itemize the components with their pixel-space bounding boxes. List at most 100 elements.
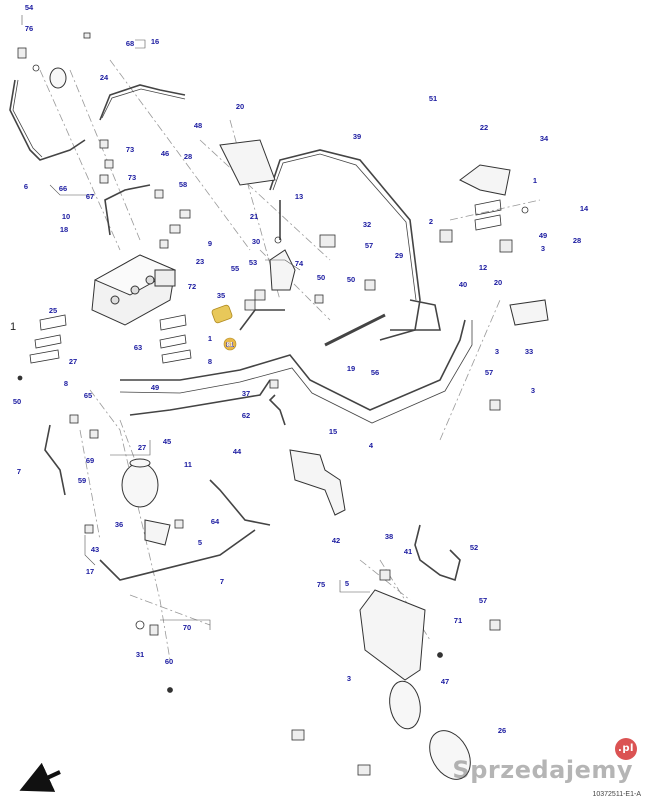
part-label: 65 bbox=[84, 391, 92, 400]
part-label: 21 bbox=[250, 212, 258, 221]
part-label: 51 bbox=[429, 94, 437, 103]
part-label: 7 bbox=[17, 467, 21, 476]
part-label: 25 bbox=[49, 306, 57, 315]
callout-brackets bbox=[21, 15, 370, 630]
part-label: 43 bbox=[91, 545, 99, 554]
pipes bbox=[9, 79, 473, 582]
part-label: 73 bbox=[128, 173, 136, 182]
part-label: 20 bbox=[236, 102, 244, 111]
part-label: 69 bbox=[86, 456, 94, 465]
part-label: 72 bbox=[188, 282, 196, 291]
part-label: 48 bbox=[194, 121, 202, 130]
part-label: 73 bbox=[126, 145, 134, 154]
part-label: 70 bbox=[183, 623, 191, 632]
dashed-assembly-lines bbox=[39, 59, 541, 661]
part-label: 74 bbox=[295, 259, 304, 268]
brackets bbox=[144, 139, 549, 681]
part-label: 23 bbox=[196, 257, 204, 266]
part-label: 5 bbox=[345, 579, 349, 588]
part-label: 49 bbox=[151, 383, 159, 392]
part-label: 67 bbox=[86, 192, 94, 201]
part-label: 34 bbox=[540, 134, 549, 143]
part-label: 19 bbox=[347, 364, 355, 373]
part-label: 12 bbox=[479, 263, 487, 272]
part-label: 47 bbox=[441, 677, 449, 686]
part-label: 10 bbox=[62, 212, 70, 221]
direction-arrow bbox=[19, 762, 61, 792]
part-label: 22 bbox=[480, 123, 488, 132]
part-label: 35 bbox=[217, 291, 225, 300]
part-label: 44 bbox=[233, 447, 242, 456]
watermark-badge: .pl bbox=[615, 738, 637, 760]
part-label: 45 bbox=[163, 437, 171, 446]
valve-block bbox=[91, 254, 177, 326]
part-label: 3 bbox=[495, 347, 499, 356]
part-label: 53 bbox=[249, 258, 257, 267]
part-label: 57 bbox=[479, 596, 487, 605]
part-label: 7 bbox=[220, 577, 224, 586]
part-label: 58 bbox=[179, 180, 187, 189]
part-label: 31 bbox=[136, 650, 144, 659]
part-label: 62 bbox=[242, 411, 250, 420]
part-label: 81 bbox=[226, 340, 234, 349]
part-label: 28 bbox=[184, 152, 192, 161]
label-one: 1 bbox=[10, 321, 16, 333]
part-label: 71 bbox=[454, 616, 462, 625]
part-label: 30 bbox=[252, 237, 260, 246]
part-label: 57 bbox=[365, 241, 373, 250]
watermark: Sprzedajemy .pl bbox=[452, 738, 637, 784]
part-label: 13 bbox=[295, 192, 303, 201]
part-label: 20 bbox=[494, 278, 502, 287]
watermark-text: Sprzedajemy bbox=[452, 756, 633, 784]
part-label: 33 bbox=[525, 347, 533, 356]
part-label: 66 bbox=[59, 184, 67, 193]
part-label: 63 bbox=[134, 343, 142, 352]
part-label: 56 bbox=[371, 368, 379, 377]
part-label: 57 bbox=[485, 368, 493, 377]
part-label: 9 bbox=[208, 239, 212, 248]
part-label: 49 bbox=[539, 231, 547, 240]
part-label: 55 bbox=[231, 264, 239, 273]
part-label: 59 bbox=[78, 476, 86, 485]
part-label: 1 bbox=[533, 176, 537, 185]
part-label: 3 bbox=[531, 386, 535, 395]
part-label: 29 bbox=[395, 251, 403, 260]
part-label: 64 bbox=[211, 517, 220, 526]
part-label: 5 bbox=[198, 538, 202, 547]
part-label: 52 bbox=[470, 543, 478, 552]
part-label: 4 bbox=[369, 441, 374, 450]
part-label: 28 bbox=[573, 236, 581, 245]
part-label: 18 bbox=[60, 225, 68, 234]
highlight-label: 81 bbox=[227, 343, 234, 349]
gaskets bbox=[29, 199, 502, 364]
part-label: 46 bbox=[161, 149, 169, 158]
fittings bbox=[17, 32, 529, 776]
part-label: 1 bbox=[208, 334, 212, 343]
part-label: 11 bbox=[184, 460, 192, 469]
part-label: 39 bbox=[353, 132, 361, 141]
part-label: 36 bbox=[115, 520, 123, 529]
part-label: 32 bbox=[363, 220, 371, 229]
part-label: 41 bbox=[404, 547, 412, 556]
part-label: 60 bbox=[165, 657, 173, 666]
part-label: 3 bbox=[541, 244, 545, 253]
part-label: 75 bbox=[317, 580, 325, 589]
part-label: 27 bbox=[69, 357, 77, 366]
part-label: 68 bbox=[126, 39, 134, 48]
accumulators bbox=[49, 67, 471, 780]
part-label: 3 bbox=[347, 674, 351, 683]
part-label: 50 bbox=[13, 397, 21, 406]
part-label: 50 bbox=[347, 275, 355, 284]
corner-code: 10372511-E1-A bbox=[592, 791, 641, 798]
highlighted-part bbox=[211, 304, 237, 351]
part-label: 40 bbox=[459, 280, 467, 289]
part-label: 24 bbox=[100, 73, 109, 82]
part-label: 2 bbox=[429, 217, 433, 226]
part-label: 6 bbox=[24, 182, 28, 191]
part-label: 15 bbox=[329, 427, 337, 436]
part-label: 26 bbox=[498, 726, 506, 735]
watermark-badge-text: .pl bbox=[618, 743, 634, 754]
part-label: 17 bbox=[86, 567, 94, 576]
